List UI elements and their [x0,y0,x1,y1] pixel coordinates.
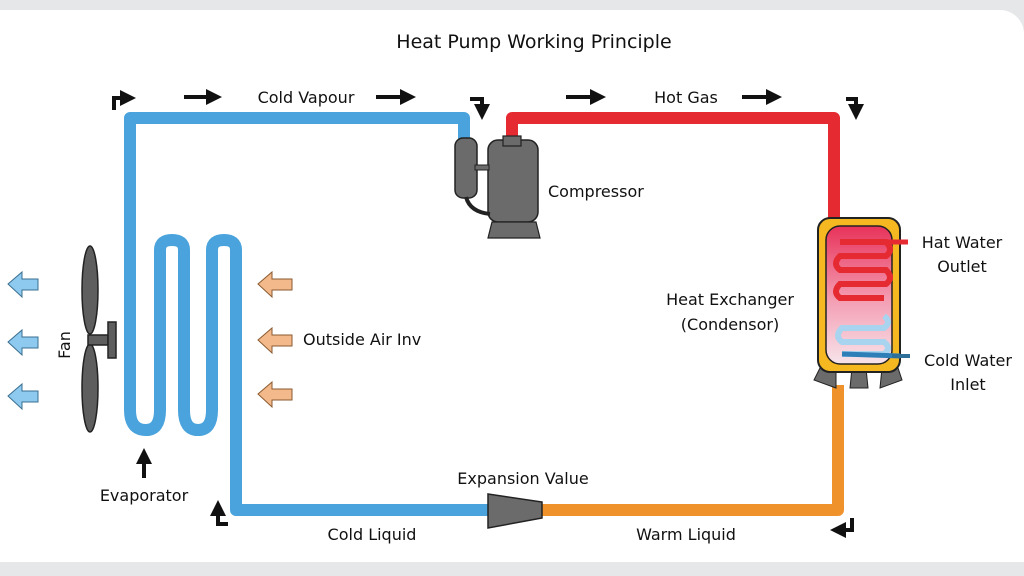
heat-exchanger-label-line2: (Condensor) [681,315,779,334]
air-out-arrow-icon [7,382,39,411]
flow-bend-arrow-icon [210,500,228,526]
air-in-arrows [257,270,293,409]
cold-vapour-pipe [124,112,470,400]
compressor-label: Compressor [548,182,644,201]
warm-liquid-label: Warm Liquid [636,525,736,544]
air-out-arrow-icon [7,270,39,299]
hot-water-outlet-label-line2: Outlet [937,257,987,276]
air-out-arrow-icon [7,328,39,357]
hot-gas-label: Hot Gas [654,88,718,107]
warm-liquid-pipe [542,385,844,516]
cold-liquid-pipe [230,250,490,516]
flow-bend-arrow-icon [112,90,136,110]
evaporator-label: Evaporator [100,486,189,505]
diagram-title: Heat Pump Working Principle [396,31,671,53]
compressor-icon [454,135,541,239]
air-in-arrow-icon [257,380,293,409]
flow-bend-arrow-icon [846,97,864,120]
expansion-valve-label: Expansion Value [457,469,588,488]
fan-label: Fan [55,331,74,359]
heat-exchanger-icon [813,217,910,389]
cold-vapour-label: Cold Vapour [258,88,355,107]
flow-bend-arrow-icon [830,518,854,538]
heat-exchanger-label-line1: Heat Exchanger [666,290,794,309]
hot-gas-pipe [506,112,840,222]
expansion-valve-icon [487,493,543,529]
cold-liquid-label: Cold Liquid [328,525,417,544]
fan-icon [81,245,117,433]
hot-water-outlet-label-line1: Hat Water [922,233,1003,252]
air-out-arrows [7,270,39,411]
cold-water-inlet-label-line2: Inlet [950,375,985,394]
flow-bend-arrow-icon [470,97,490,120]
outside-air-label: Outside Air Inv [303,330,421,349]
evaporator-coil [124,234,242,436]
cold-water-inlet-label-line1: Cold Water [924,351,1012,370]
air-in-arrow-icon [257,270,293,299]
air-in-arrow-icon [257,326,293,355]
